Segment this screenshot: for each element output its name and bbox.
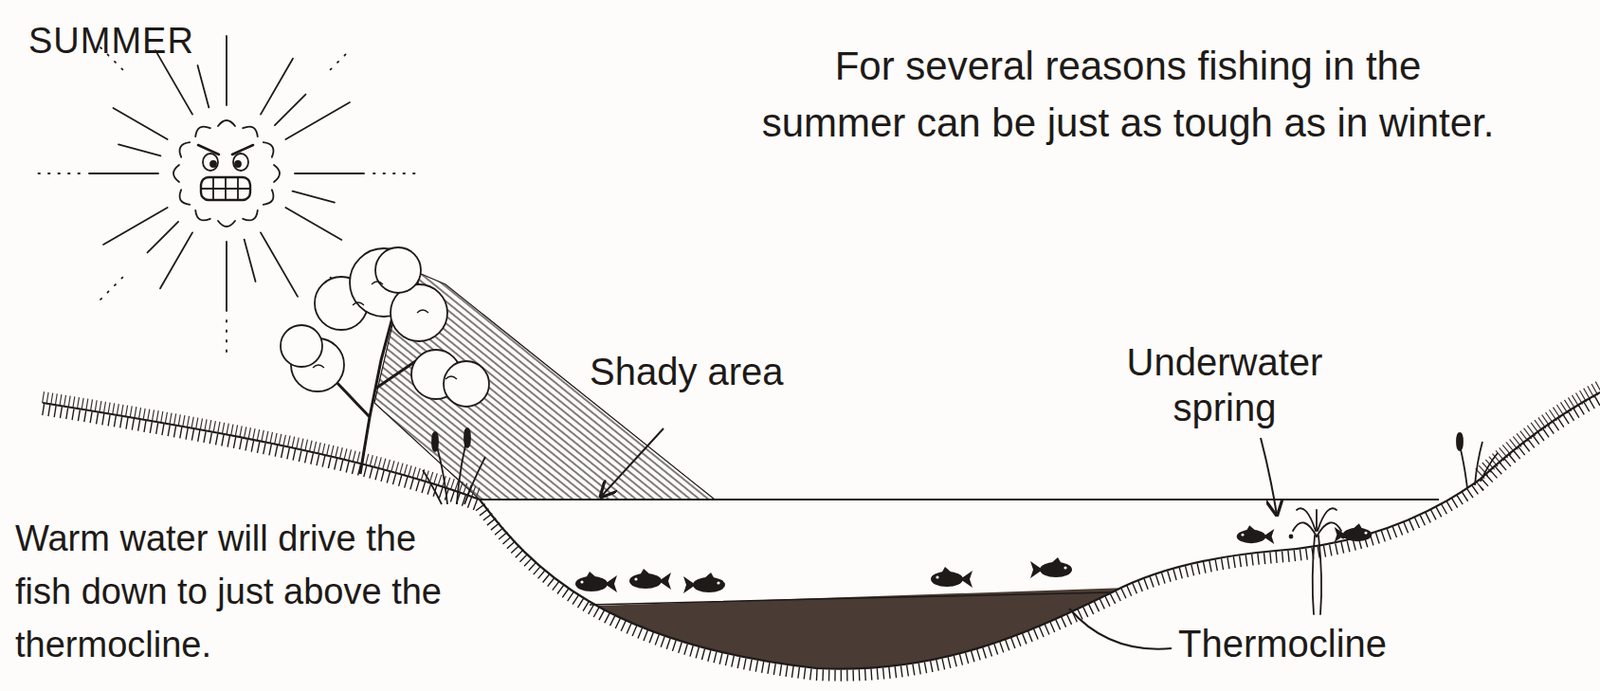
shade-arrow	[600, 428, 664, 497]
dotted-ray	[330, 53, 348, 71]
thermocline-edge	[589, 592, 1112, 605]
sun-curl	[176, 189, 190, 208]
sun-ray	[197, 65, 209, 108]
cattail	[432, 432, 438, 452]
sun-ray	[260, 232, 298, 297]
cattail	[464, 428, 471, 448]
sun-ray	[225, 36, 228, 106]
sun-curl	[192, 123, 211, 137]
fish	[1236, 525, 1275, 545]
dotted-ray	[36, 172, 80, 175]
sun-rays	[89, 36, 364, 311]
sun-teeth	[200, 177, 251, 200]
sun-ray	[103, 207, 168, 245]
sun-ray	[260, 58, 293, 115]
fish	[1334, 523, 1373, 543]
sun-ray	[285, 102, 350, 140]
sun-dotted-rays	[36, 46, 417, 354]
callout-label: Thermocline	[1178, 620, 1387, 667]
spring-drop	[1290, 535, 1293, 539]
fish	[575, 571, 618, 593]
reed	[422, 470, 442, 505]
sun-ray	[112, 108, 167, 140]
fish	[683, 572, 726, 594]
spring-arrow	[1260, 437, 1277, 515]
sun-ray	[147, 221, 180, 254]
sun-ray	[274, 94, 307, 127]
dotted-ray	[373, 172, 417, 175]
spring-drop	[1342, 535, 1346, 539]
spring-stem	[1312, 535, 1315, 615]
reed	[1480, 453, 1498, 482]
spring-stem	[1318, 535, 1322, 615]
sun-eye	[202, 153, 219, 171]
thermocline-leader	[1069, 608, 1172, 650]
sun-pupil	[210, 161, 217, 167]
sun-ray	[225, 241, 228, 311]
sun-curl	[263, 189, 277, 208]
underwater-spring	[1290, 508, 1346, 615]
tree-foliage	[280, 325, 323, 367]
cattail	[1456, 433, 1463, 451]
sun-ray	[285, 207, 342, 240]
reeds-left	[422, 428, 486, 505]
fish-school	[575, 523, 1372, 594]
sun-curl	[263, 139, 277, 158]
sun-curl	[242, 210, 261, 224]
dotted-ray	[225, 320, 228, 354]
grass-left	[42, 397, 480, 494]
spring-spray	[1315, 509, 1318, 531]
sun-curl	[242, 123, 261, 137]
tree-trunk	[333, 317, 418, 474]
sun-curl	[273, 164, 280, 182]
sun-curl	[218, 220, 236, 227]
sun-curl	[173, 164, 180, 182]
reeds-right	[1456, 433, 1498, 489]
sun-face	[198, 145, 254, 200]
sun-eye	[233, 153, 249, 171]
note-text: Warm water will drive the fish down to j…	[15, 511, 452, 672]
fish	[629, 568, 672, 590]
tree	[280, 247, 490, 474]
note-text: For several reasons fishing in the summe…	[758, 37, 1498, 152]
spring-spray	[1296, 508, 1316, 531]
water-surface	[479, 498, 1439, 501]
thermocline-layer	[568, 587, 1128, 691]
sun-ray	[160, 232, 193, 289]
sun-curl	[192, 210, 211, 224]
spring-spray	[1317, 508, 1337, 531]
sun-mouth	[200, 177, 251, 200]
sun-ray	[294, 172, 364, 175]
dotted-ray	[95, 277, 123, 305]
sun-curl	[218, 120, 236, 127]
sun-ray	[244, 239, 256, 282]
fish	[930, 566, 973, 588]
reed	[456, 440, 467, 505]
sun-curl	[176, 139, 190, 158]
foliage-detail	[312, 281, 457, 380]
sun-pupil	[235, 161, 241, 167]
callout-label: Shady area	[589, 348, 784, 395]
fish	[1030, 557, 1073, 579]
sun-ray	[118, 144, 161, 156]
season-title: SUMMER	[28, 18, 195, 63]
tree-foliage	[443, 361, 490, 407]
sun-curls	[173, 120, 280, 227]
tree-foliage	[375, 247, 421, 293]
reed	[464, 456, 486, 505]
sun-ray	[89, 172, 159, 175]
callout-label: Underwater spring	[1091, 339, 1358, 431]
sun-ray	[292, 191, 335, 203]
reed	[1459, 445, 1468, 489]
